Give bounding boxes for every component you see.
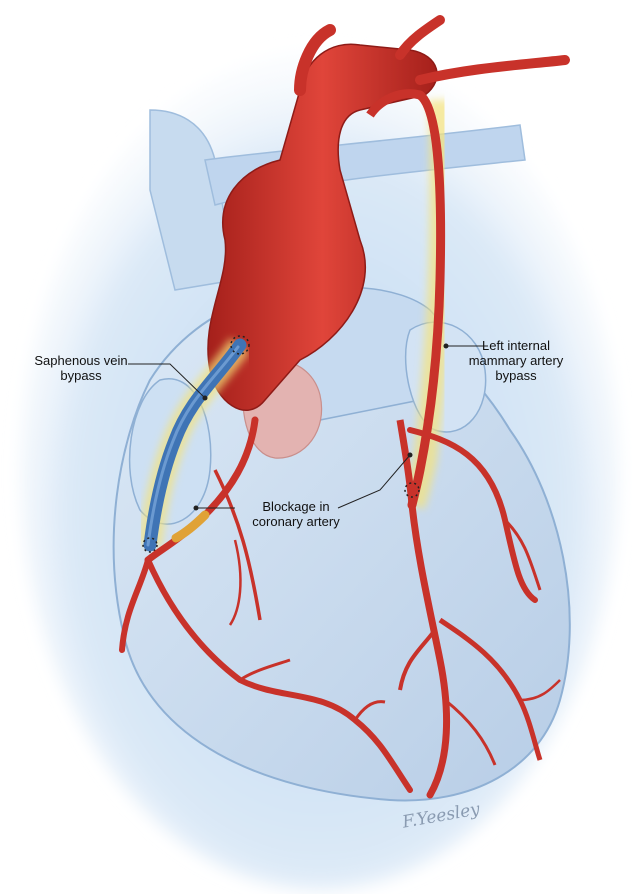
brachiocephalic-artery: [294, 24, 336, 96]
rca-marginal: [145, 557, 413, 793]
label-blockage-in-coronary-artery: Blockage in coronary artery: [252, 499, 340, 529]
callout-dot-blockage-2: [407, 452, 413, 458]
lima-graft: [407, 90, 446, 510]
callout-line-blockage-2: [337, 454, 411, 509]
lima-graft-origin: [366, 89, 422, 118]
rca-twig-4: [228, 539, 242, 626]
rca-twig-3: [213, 469, 262, 621]
arch-branch: [415, 55, 570, 85]
diagonal-twig-1: [503, 518, 542, 591]
callout-dot-saphenous: [202, 395, 208, 401]
superior-vena-cava: [149, 109, 236, 291]
lad-twig-2: [519, 679, 561, 702]
proximal-anastomosis: [230, 335, 250, 355]
diagonal-branch: [407, 427, 538, 603]
lima-anastomosis: [404, 482, 420, 498]
lad-twig-1: [444, 698, 497, 766]
saphenous-vein-graft-highlight: [146, 345, 240, 547]
label-left-internal-mammary-artery-bypass: Left internal mammary artery bypass: [468, 338, 564, 383]
blockage: [171, 510, 210, 543]
callout-dot-lima: [443, 343, 449, 349]
callout-dot-blockage: [193, 505, 199, 511]
label-saphenous-vein-bypass: Saphenous vein bypass: [34, 353, 128, 383]
left-subclavian-artery: [395, 15, 445, 60]
rca-branch-down: [119, 557, 151, 653]
callout-line-saphenous: [128, 363, 206, 399]
rca-twig-1: [239, 658, 291, 682]
lad-branch-right: [438, 617, 543, 761]
rca-twig-2: [353, 700, 386, 721]
left-anterior-descending: [408, 501, 451, 799]
lad-branch-left: [398, 628, 437, 691]
distal-anastomosis: [142, 537, 158, 553]
